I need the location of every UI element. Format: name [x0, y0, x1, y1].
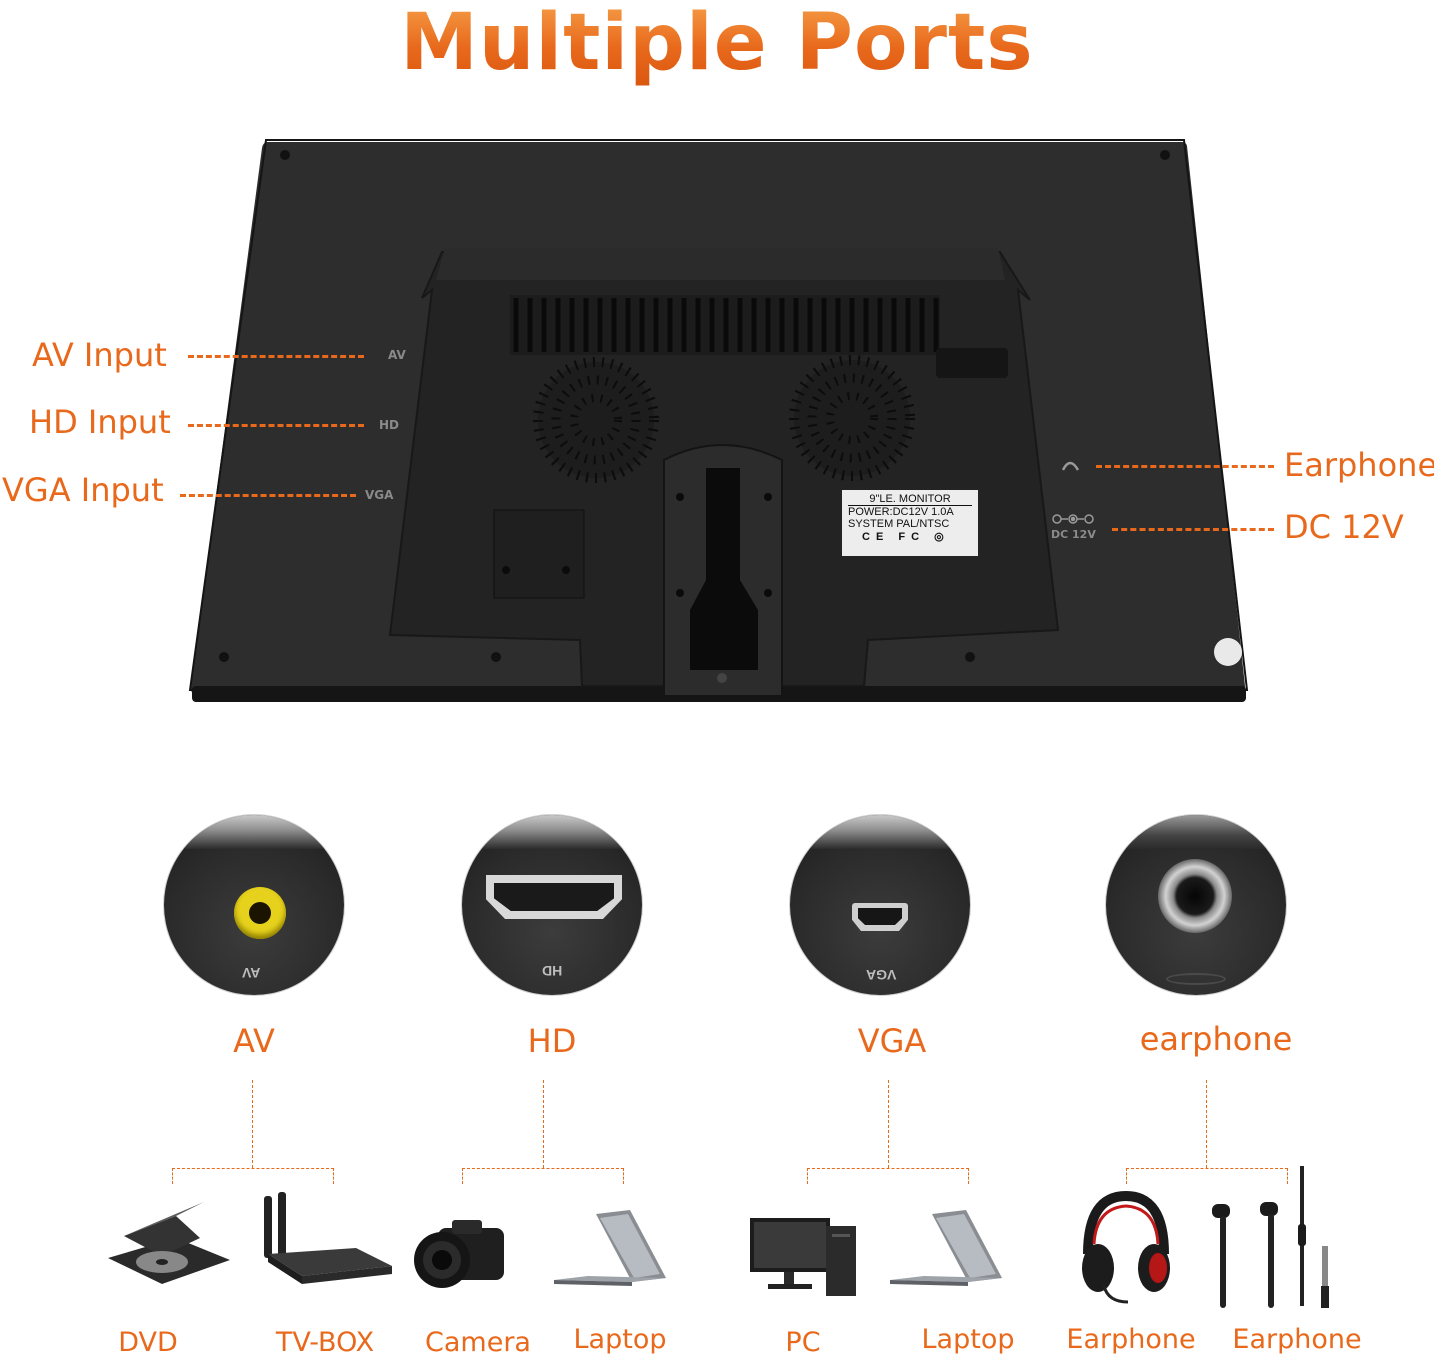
device-label-dvd: DVD: [118, 1327, 178, 1358]
connector-earphone: [1206, 1080, 1207, 1168]
ccc-mark-icon: ◎: [934, 531, 950, 543]
callout-vga-line: [180, 494, 356, 497]
callout-vga-input: VGA Input: [2, 471, 164, 509]
callout-earphone: Earphone: [1284, 446, 1434, 484]
device-label-tv-box: TV-BOX: [275, 1327, 375, 1358]
device-label-pc: PC: [785, 1327, 821, 1358]
laptop-icon-2: [890, 1210, 1002, 1286]
spec-sticker: 9"LE. MONITOR POWER:DC12V 1.0A SYSTEM PA…: [842, 490, 978, 556]
av-port-closeup: AV: [164, 815, 344, 995]
callout-dc-12v: DC 12V: [1284, 508, 1404, 546]
laptop-icon-1: [554, 1210, 666, 1286]
monitor-label-hd: HD: [379, 418, 400, 432]
callout-av-input: AV Input: [32, 336, 167, 374]
dvd-player-icon: [108, 1202, 230, 1284]
monitor-label-dc: DC 12V: [1051, 528, 1096, 541]
vga-port-closeup: VGA: [790, 815, 970, 995]
connector-hd: [543, 1080, 544, 1168]
callout-av-line: [188, 355, 364, 358]
port-label-vga: VGA: [857, 1022, 927, 1060]
page-title: Multiple Ports: [0, 0, 1434, 88]
callout-earphone-line: [1096, 465, 1274, 468]
pc-icon: [750, 1218, 856, 1296]
device-label-earbuds: Earphone: [1232, 1324, 1362, 1355]
connector-av: [252, 1080, 253, 1168]
ce-mark: CE: [862, 531, 890, 543]
monitor-label-vga: VGA: [365, 488, 394, 502]
monitor-label-av: AV: [388, 348, 406, 362]
earbuds-icon: [1212, 1166, 1329, 1308]
tv-box-icon: [264, 1192, 392, 1284]
device-label-laptop-2: Laptop: [921, 1324, 1015, 1355]
port-label-hd: HD: [527, 1022, 577, 1060]
monitor-back-illustration: [188, 139, 1249, 702]
sticker-model: 9"LE. MONITOR: [848, 493, 972, 506]
sticker-power: POWER:DC12V 1.0A: [848, 506, 954, 518]
headset-icon: [1082, 1190, 1170, 1304]
port-label-av: AV: [233, 1022, 275, 1060]
callout-hd-input: HD Input: [29, 403, 171, 441]
earphone-jack-icon: [1158, 859, 1232, 933]
fc-mark: FC: [898, 531, 926, 543]
earphone-port-closeup: [1106, 815, 1286, 995]
hd-engraving: HD: [542, 963, 563, 979]
callout-dc-line: [1112, 528, 1274, 531]
port-label-earphone: earphone: [1139, 1020, 1293, 1058]
av-engraving: AV: [242, 965, 261, 981]
camera-icon: [414, 1220, 504, 1288]
device-label-camera: Camera: [425, 1327, 531, 1358]
connector-vga: [888, 1080, 889, 1168]
device-label-laptop-1: Laptop: [573, 1324, 667, 1355]
callout-hd-line: [188, 424, 364, 427]
sticker-system: SYSTEM PAL/NTSC: [848, 518, 950, 530]
vga-engraving: VGA: [866, 967, 897, 983]
hd-port-closeup: HD: [462, 815, 642, 995]
device-label-headset: Earphone: [1066, 1324, 1196, 1355]
